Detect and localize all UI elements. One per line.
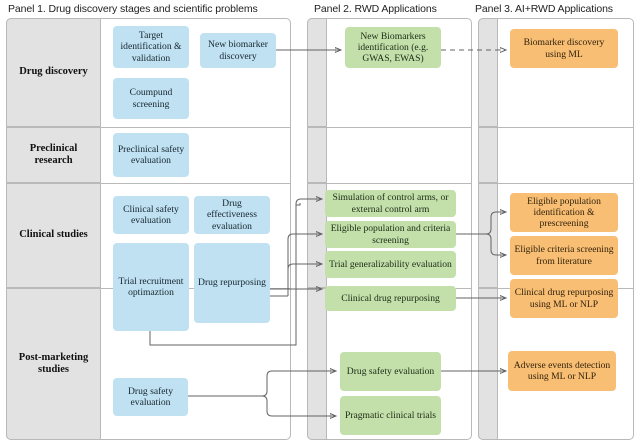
row-divider xyxy=(307,127,472,128)
row-divider xyxy=(307,183,472,184)
stage-column-post-marketing-studies xyxy=(6,288,101,440)
stage-column-preclinical-research xyxy=(6,127,101,183)
node-coumpund-screening[interactable]: Coumpund screening xyxy=(113,78,189,119)
panel-2-title: Panel 2. RWD Applications xyxy=(314,3,437,15)
node-simulation-of-control-arms[interactable]: Simulation of control arms, or external … xyxy=(325,190,456,217)
panel-2-stage-strip xyxy=(307,183,327,288)
node-new-biomarker-discovery[interactable]: New biomarker discovery xyxy=(200,33,276,68)
node-adverse-events-detection-ml-nlp[interactable]: Adverse events detection using ML or NLP xyxy=(508,351,616,391)
node-target-identification-validation[interactable]: Target identification & validation xyxy=(113,26,189,68)
stage-label-drug-discovery: Drug discovery xyxy=(19,66,88,78)
node-clinical-drug-repurposing[interactable]: Clinical drug repurposing xyxy=(325,286,456,311)
node-clinical-drug-repurposing-ml-nlp[interactable]: Clinical drug repurposing using ML or NL… xyxy=(510,279,618,318)
panel-3-title: Panel 3. AI+RWD Applications xyxy=(475,3,613,15)
panel-2-stage-strip xyxy=(307,127,327,183)
panel-3-stage-strip xyxy=(478,288,498,440)
node-trial-recruitment-optimaztion[interactable]: Trial recruitment optimaztion xyxy=(113,243,189,331)
node-eligible-population-criteria-screening[interactable]: Eligible population and criteria screeni… xyxy=(325,221,456,248)
panel-2-stage-strip xyxy=(307,288,327,440)
node-eligible-population-identification-prescreening[interactable]: Eligible population identification & pre… xyxy=(510,193,618,232)
stage-label-clinical-studies: Clinical studies xyxy=(19,229,88,241)
stage-label-post-marketing-studies: Post-marketing studies xyxy=(18,351,89,375)
row-divider xyxy=(478,127,634,128)
node-new-biomarkers-identification[interactable]: New Biomarkers identification (e.g. GWAS… xyxy=(345,27,441,68)
stage-column-clinical-studies xyxy=(6,183,101,288)
node-drug-safety-evaluation-p2[interactable]: Drug safety evaluation xyxy=(340,352,441,391)
panel-1-title: Panel 1. Drug discovery stages and scien… xyxy=(8,3,258,15)
node-clinical-safety-evaluation[interactable]: Clinical safety evaluation xyxy=(113,196,189,234)
node-eligible-criteria-screening-from-literature[interactable]: Eligible criteria screening from literat… xyxy=(510,236,618,275)
row-divider xyxy=(478,183,634,184)
panel-3-stage-strip xyxy=(478,183,498,288)
panel-3-stage-strip xyxy=(478,127,498,183)
stage-column-drug-discovery xyxy=(6,18,101,127)
node-pragmatic-clinical-trials[interactable]: Pragmatic clinical trials xyxy=(340,396,441,435)
node-drug-effectiveness-evaluation[interactable]: Drug effectiveness evaluation xyxy=(194,196,270,234)
node-preclinical-safety-evaluation[interactable]: Preclinical safety evaluation xyxy=(113,133,189,177)
node-drug-repurposing[interactable]: Drug repurposing xyxy=(194,243,270,323)
node-trial-generalizability-evaluation[interactable]: Trial generalizability evaluation xyxy=(325,251,456,278)
stage-label-preclinical-research: Preclinical research xyxy=(29,142,78,166)
row-divider xyxy=(6,183,291,184)
node-biomarker-discovery-using-ml[interactable]: Biomarker discovery using ML xyxy=(510,29,618,68)
panel-2-stage-strip xyxy=(307,18,327,127)
node-drug-safety-evaluation-p1[interactable]: Drug safety evaluation xyxy=(113,378,188,416)
row-divider xyxy=(6,127,291,128)
panel-3-stage-strip xyxy=(478,18,498,127)
